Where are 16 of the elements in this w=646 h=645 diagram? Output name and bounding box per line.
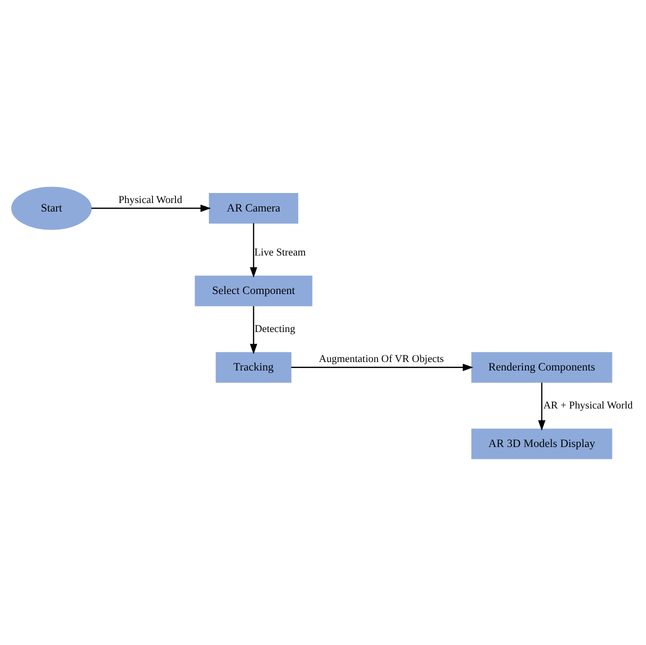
arrow <box>291 363 474 371</box>
arrow <box>250 306 258 354</box>
node-ellipse: Start <box>11 186 92 230</box>
arrow <box>538 382 546 430</box>
node-box: Rendering Components <box>471 352 612 382</box>
arrow <box>91 204 211 212</box>
node-box: AR 3D Models Display <box>471 428 612 459</box>
edge-label: Live Stream <box>254 246 306 258</box>
edge-label: Physical World <box>118 194 182 206</box>
arrow <box>250 222 258 278</box>
node-box: AR Camera <box>208 192 298 224</box>
edge-label: Augmentation Of VR Objects <box>318 354 444 365</box>
edge-label: Detecting <box>254 323 296 334</box>
node-box: Tracking <box>216 352 292 382</box>
edge-label: AR + Physical World <box>543 400 633 411</box>
node-box: Select Component <box>194 275 312 306</box>
